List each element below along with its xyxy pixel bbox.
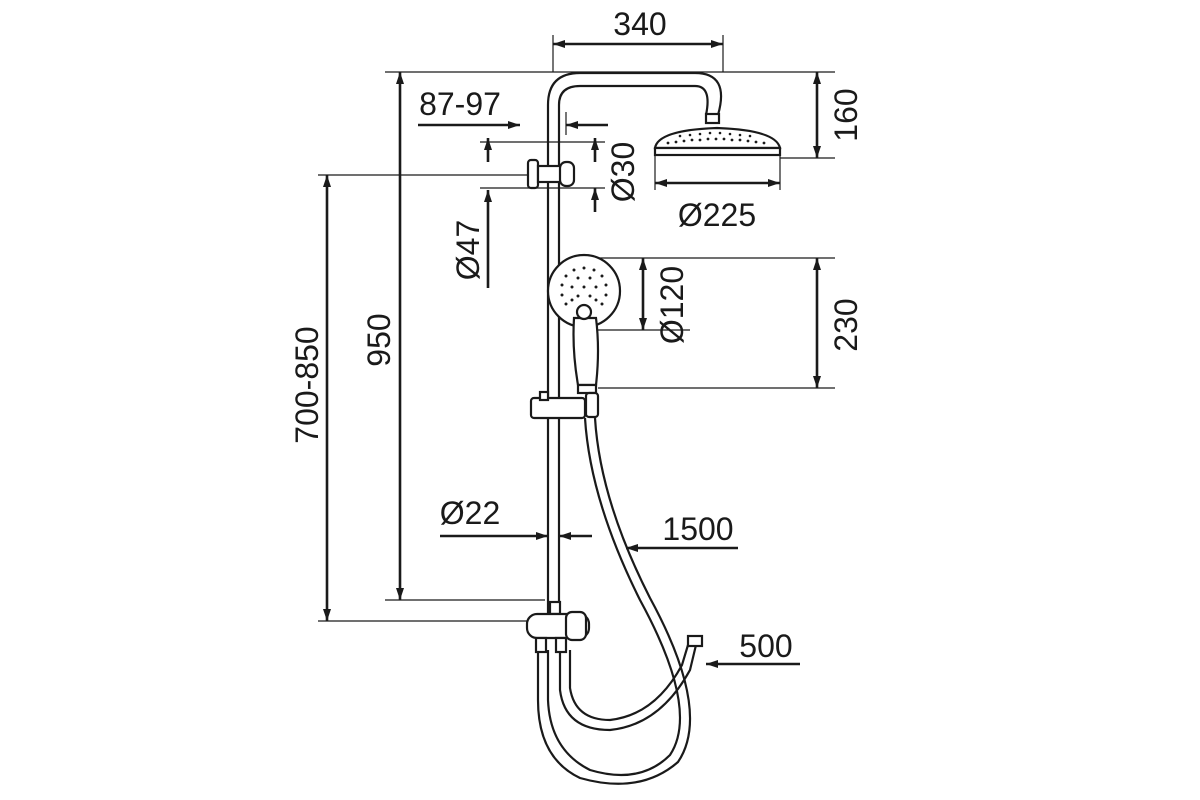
shower-system: [525, 71, 782, 785]
riser-pipe: [546, 71, 723, 615]
label-87-97: 87-97: [419, 86, 501, 122]
label-d30: Ø30: [605, 142, 641, 202]
sliding-holder: [529, 390, 600, 420]
riser-pipe-inner: [557, 84, 709, 615]
dimension-labels: 340 160 87-97 Ø30 Ø47 Ø225 Ø120 230 950 …: [289, 6, 864, 664]
diverter-valve: [525, 600, 591, 654]
label-230: 230: [828, 298, 864, 351]
label-d120: Ø120: [654, 266, 690, 344]
head-connector: [704, 112, 721, 125]
rain-shower-head: [653, 126, 782, 157]
label-d22: Ø22: [440, 495, 500, 531]
upper-wall-bracket: [526, 158, 576, 190]
extension-lines: [318, 35, 835, 622]
label-700-850: 700-850: [289, 326, 325, 443]
hand-shower-nozzles: [560, 266, 608, 306]
inlet-hose: [558, 644, 698, 732]
label-1500: 1500: [662, 511, 733, 547]
label-950: 950: [361, 313, 397, 366]
rain-head-nozzles: [666, 131, 766, 145]
label-d47: Ø47: [450, 220, 486, 280]
hand-shower: [546, 253, 622, 395]
inlet-hose-nut: [686, 634, 704, 648]
hand-shower-hose-inner: [536, 417, 692, 785]
inlet-hose-inner: [568, 644, 690, 722]
label-500: 500: [739, 628, 792, 664]
label-340: 340: [613, 6, 666, 42]
hand-shower-hose: [546, 417, 682, 777]
label-d225: Ø225: [678, 197, 756, 233]
label-160: 160: [828, 88, 864, 141]
dimension-lines: [323, 40, 821, 668]
